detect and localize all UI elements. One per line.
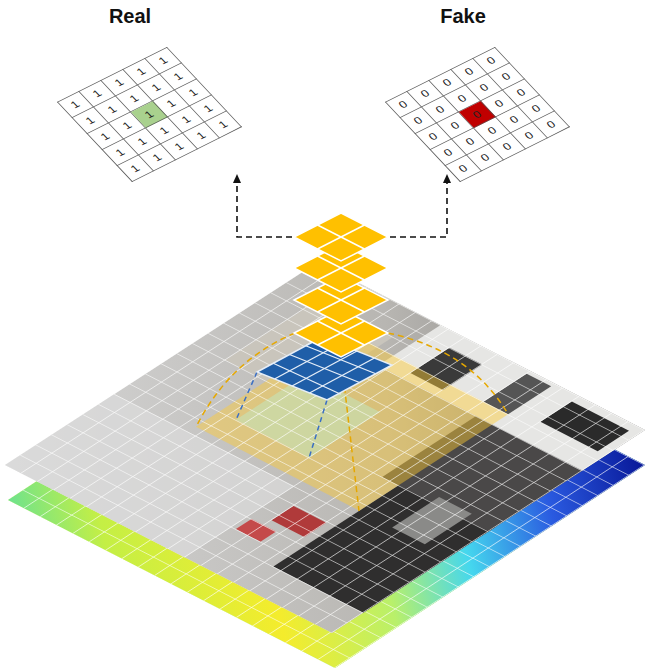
- grid-cell: 0: [496, 106, 533, 133]
- input-image: [5, 262, 645, 633]
- grid-cell: 0: [407, 80, 444, 107]
- grid-cell: 0: [415, 123, 452, 150]
- grid-cell: 0: [451, 58, 488, 85]
- map-title: Real: [109, 4, 151, 28]
- grid-cell: 0: [452, 128, 489, 155]
- grid-cell: 1: [123, 58, 160, 85]
- grid-cell: 0: [518, 95, 555, 122]
- grid-cell: 0: [533, 111, 570, 138]
- grid-cell: 1: [205, 111, 242, 138]
- grid-cell: 1: [79, 80, 116, 107]
- grid-cell: 0: [459, 101, 496, 128]
- grid-cell: 1: [72, 107, 109, 134]
- patch-grid: 1111111111111111111111111: [57, 47, 242, 182]
- grid-cell: 1: [124, 128, 161, 155]
- grid-cell: 0: [503, 79, 540, 106]
- grid-cell: 0: [473, 47, 510, 74]
- dashed-arrow: [237, 178, 292, 237]
- grid-cell: 1: [102, 139, 139, 166]
- grid-cell: 1: [175, 79, 212, 106]
- patch-grid: 0000000000000000000000000: [385, 47, 570, 182]
- output-map: 1111111111111111111111111 Real: [0, 0, 300, 200]
- grid-cell: 0: [466, 74, 503, 101]
- grid-cell: 0: [445, 155, 482, 182]
- dashed-arrow: [390, 178, 447, 237]
- grid-cell: 1: [139, 144, 176, 171]
- grid-cell: 1: [94, 96, 131, 123]
- grid-cell: 1: [117, 155, 154, 182]
- grid-cell: 0: [422, 96, 459, 123]
- grid-cell: 1: [145, 47, 182, 74]
- grid-cell: 0: [429, 69, 466, 96]
- grid-cell: 0: [511, 122, 548, 149]
- grid-cell: 0: [400, 107, 437, 134]
- grid-cell: 0: [489, 133, 526, 160]
- grid-cell: 1: [138, 74, 175, 101]
- grid-cell: 1: [87, 123, 124, 150]
- output-map: 0000000000000000000000000 Fake: [325, 0, 625, 200]
- grid-cell: 1: [168, 106, 205, 133]
- grid-cell: 1: [57, 91, 94, 118]
- grid-cell: 1: [160, 63, 197, 90]
- grid-cell: 0: [467, 144, 504, 171]
- grid-cell: 1: [101, 69, 138, 96]
- grid-cell: 1: [161, 133, 198, 160]
- grid-cell: 1: [131, 101, 168, 128]
- map-title: Fake: [440, 4, 486, 28]
- grid-cell: 1: [190, 95, 227, 122]
- grid-cell: 0: [385, 91, 422, 118]
- grid-cell: 1: [183, 122, 220, 149]
- grid-cell: 0: [430, 139, 467, 166]
- patch-stack: [294, 213, 388, 357]
- grid-cell: 0: [488, 63, 525, 90]
